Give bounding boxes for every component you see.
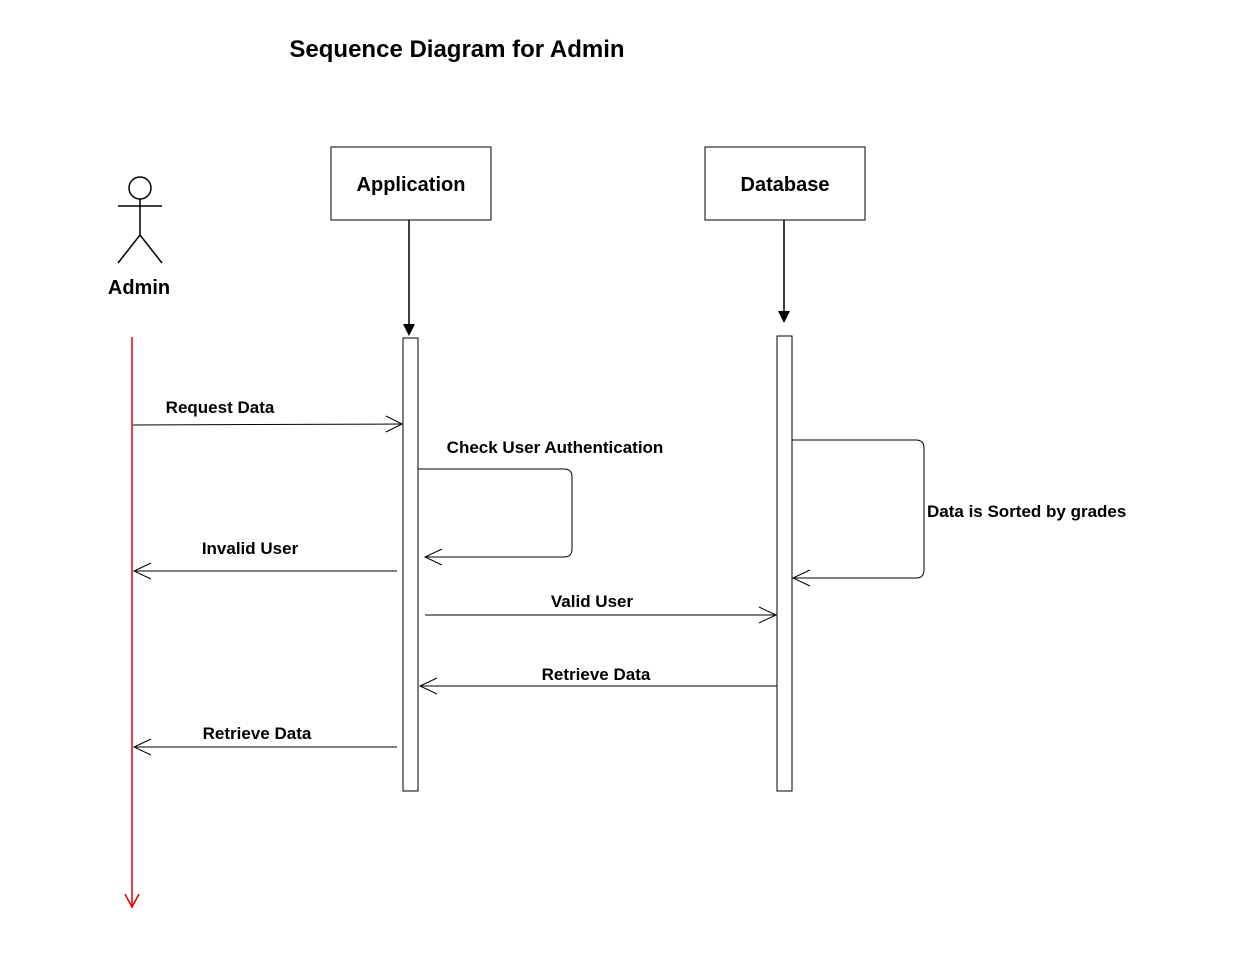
actor-label-admin: Admin xyxy=(108,277,170,299)
admin-actor-icon xyxy=(117,176,163,264)
message-retrieve-data-from-database: Retrieve Data xyxy=(418,665,777,695)
message-invalid-user: Invalid User xyxy=(132,539,397,580)
message-check-user-authentication: Check User Authentication xyxy=(418,438,664,566)
message-label-retrieve-data-admin: Retrieve Data xyxy=(203,724,312,743)
participant-label-database: Database xyxy=(741,174,830,196)
message-retrieve-data-to-admin: Retrieve Data xyxy=(132,724,397,756)
message-label-request-data: Request Data xyxy=(166,398,275,417)
diagram-title: Sequence Diagram for Admin xyxy=(289,36,624,63)
application-lifeline-arrowhead xyxy=(403,324,415,336)
message-label-invalid-user: Invalid User xyxy=(202,539,299,558)
message-label-retrieve-data-db: Retrieve Data xyxy=(542,665,651,684)
message-label-data-sorted: Data is Sorted by grades xyxy=(927,502,1126,521)
message-valid-user: Valid User xyxy=(425,592,778,624)
message-label-valid-user: Valid User xyxy=(551,592,634,611)
message-data-sorted-by-grades: Data is Sorted by grades xyxy=(791,439,1134,587)
message-label-check-user-authentication: Check User Authentication xyxy=(447,438,664,457)
activation-bar-database xyxy=(776,335,793,792)
participant-box-application xyxy=(330,146,492,221)
participant-label-application: Application xyxy=(357,174,466,196)
database-lifeline-arrowhead xyxy=(778,311,790,323)
participant-box-database xyxy=(704,146,866,221)
message-request-data: Request Data xyxy=(132,398,404,433)
activation-bar-application xyxy=(402,337,419,792)
admin-lifeline xyxy=(124,337,140,909)
